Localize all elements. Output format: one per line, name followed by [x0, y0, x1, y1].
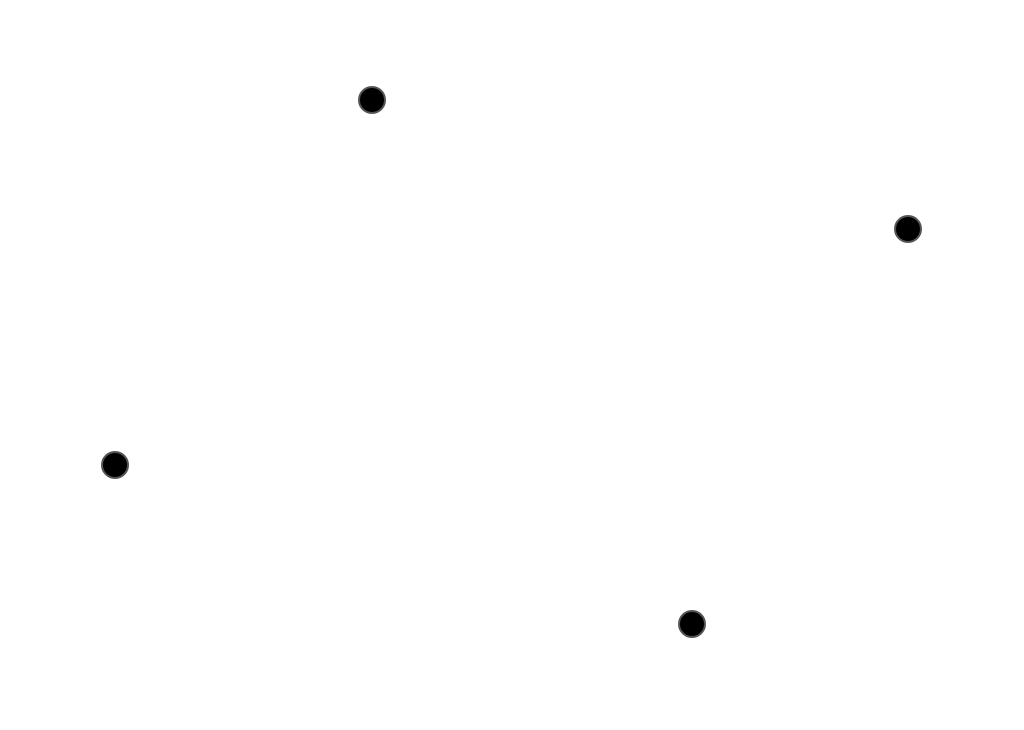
target-dot-4[interactable] [678, 610, 706, 638]
target-dot-1[interactable] [358, 86, 386, 114]
target-dot-3[interactable] [101, 451, 129, 479]
target-dot-2[interactable] [894, 215, 922, 243]
